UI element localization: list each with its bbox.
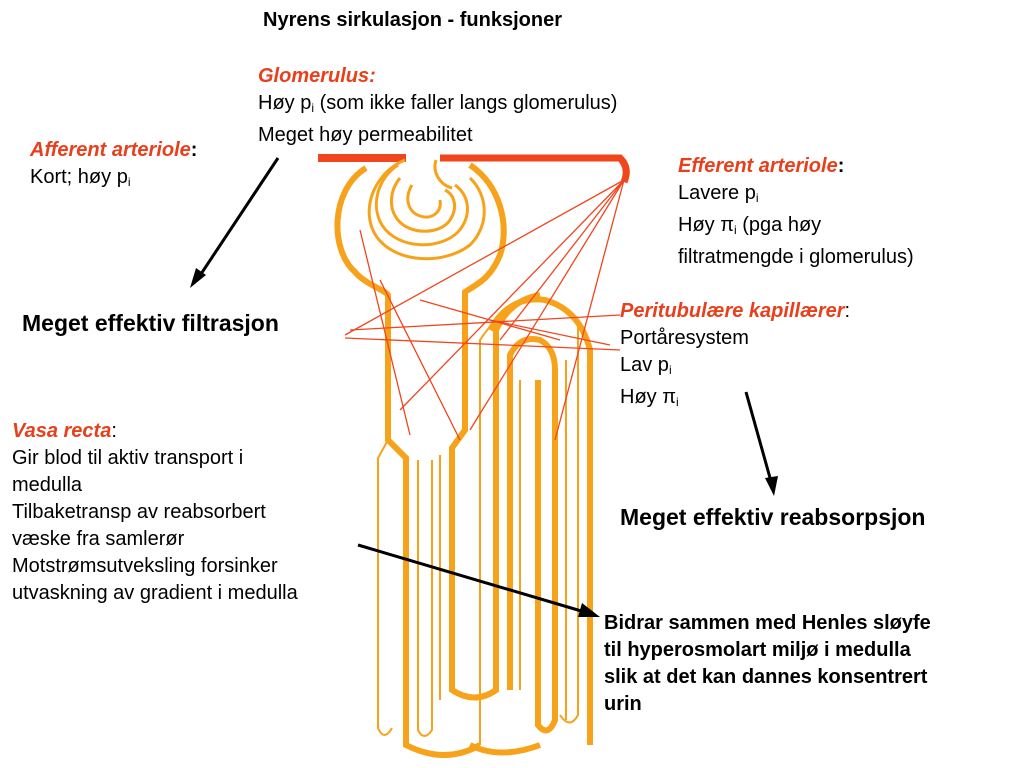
efferent-line3: filtratmengde i glomerulus): [678, 246, 914, 268]
vasa-recta-heading-line: Vasa recta:: [12, 420, 117, 442]
vasa-recta-line: væske fra samlerør: [12, 528, 185, 550]
capillary-network: [344, 179, 625, 441]
vasa-recta-line: Tilbaketransp av reabsorbert: [12, 501, 266, 523]
glomerulus-capsule-inner: [449, 162, 541, 701]
vasa-recta-tubes: [377, 296, 593, 758]
vasa-recta-line: medulla: [12, 474, 83, 496]
vasa-recta-label: Vasa recta: Gir blod til aktiv transport…: [12, 418, 298, 607]
afferent-line1: Kort; høy pi: [30, 166, 131, 189]
vasa-recta-line: utvaskning av gradient i medulla: [12, 582, 298, 604]
vasa-recta-arrow-head: [578, 603, 600, 617]
vasa-recta-line: Motstrømsutveksling forsinker: [12, 555, 278, 577]
summary-line: til hyperosmolart miljø i medulla: [604, 639, 911, 661]
vasa-recta-to-summary-arrow: [357, 543, 589, 615]
peritubular-line3: Høy πi: [620, 386, 679, 409]
page-title: Nyrens sirkulasjon - funksjoner: [263, 9, 562, 31]
summary-line: slik at det kan dannes konsentrert: [604, 666, 928, 688]
glomerulus-line1: Høy pi (som ikke faller langs glomerulus…: [258, 92, 618, 115]
efferent-line1: Lavere pi: [678, 182, 759, 205]
glomerulus-tuft: [367, 158, 486, 261]
arteriole-bar: [318, 154, 630, 184]
afferent-heading-line: Afferent arteriole:: [30, 139, 198, 161]
arrows: [190, 157, 778, 617]
summary-line: urin: [604, 693, 642, 715]
peritubular-arrow-head: [765, 476, 778, 496]
filtration-label: Meget effektiv filtrasjon: [22, 310, 279, 336]
peritubular-line1: Portåresystem: [620, 327, 749, 349]
peritubular-to-reabsorption-arrow: [744, 391, 774, 486]
glomerulus-heading: Glomerulus:: [258, 65, 376, 87]
reabsorption-label: Meget effektiv reabsorpsjon: [620, 504, 926, 530]
afferent-to-filtration-arrow: [195, 157, 280, 281]
efferent-line2: Høy πi (pga høy: [678, 214, 822, 237]
efferent-heading-line: Efferent arteriole:: [678, 155, 845, 177]
glomerulus-label: Glomerulus: Høy pi (som ikke faller lang…: [258, 63, 617, 149]
vasa-recta-line: Gir blod til aktiv transport i: [12, 447, 244, 469]
afferent-label: Afferent arteriole: Kort; høy pi: [30, 137, 197, 196]
peritubular-label: Peritubulære kapillærer: Portåresystem L…: [620, 298, 850, 416]
summary-line: Bidrar sammen med Henles sløyfe: [604, 612, 931, 634]
summary-label: Bidrar sammen med Henles sløyfe til hype…: [604, 610, 931, 718]
peritubular-heading-line: Peritubulære kapillærer:: [620, 300, 851, 322]
peritubular-line2: Lav pi: [620, 354, 672, 377]
efferent-arteriole-bar: [440, 154, 630, 184]
efferent-label: Efferent arteriole: Lavere pi Høy πi (pg…: [678, 153, 914, 271]
glomerulus-capsule: [334, 165, 409, 745]
afferent-arrow-head: [190, 268, 206, 288]
glomerulus-line2: Meget høy permeabilitet: [258, 124, 473, 146]
